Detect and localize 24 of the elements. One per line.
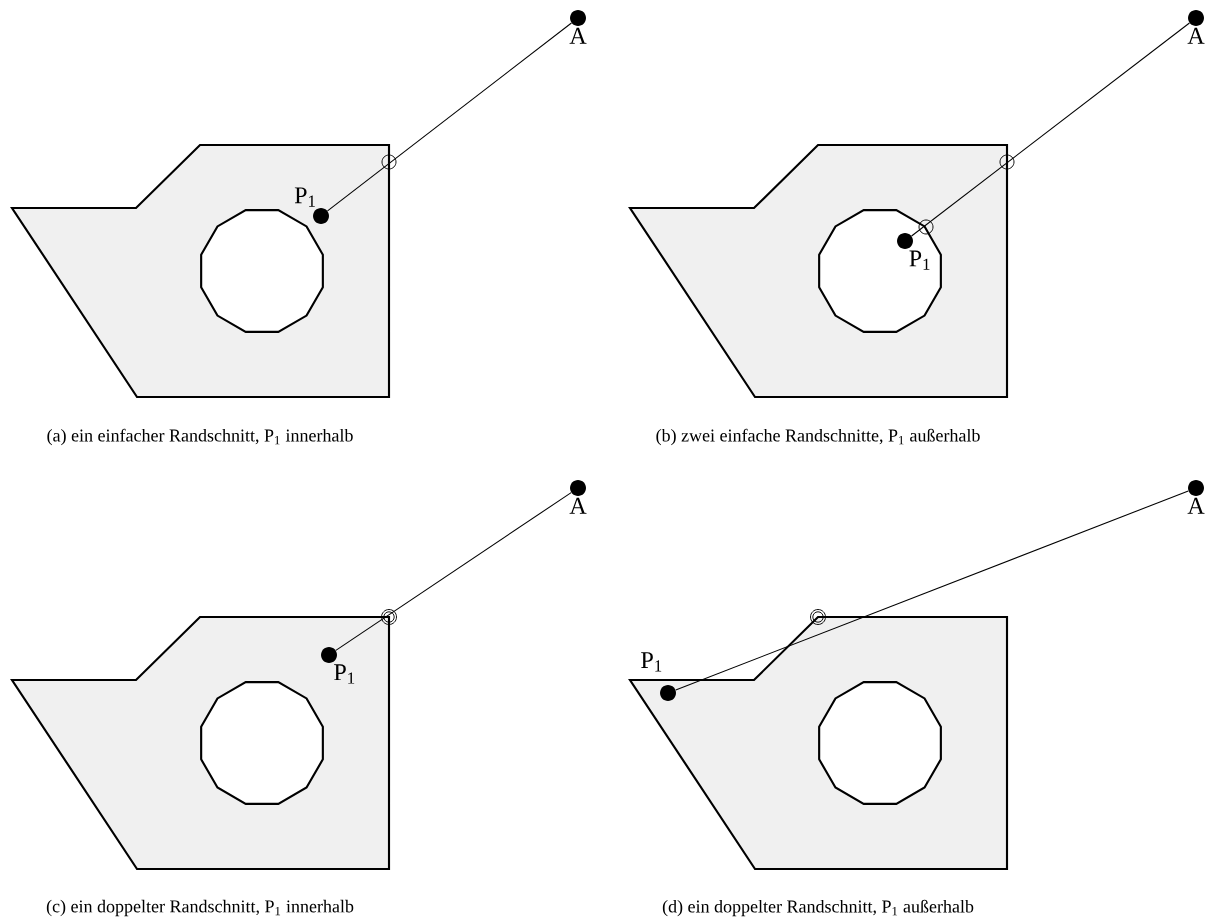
node-label: P$_{1}$ bbox=[334, 664, 355, 684]
point: A bbox=[569, 480, 587, 514]
node-label: A bbox=[569, 497, 587, 514]
connecting-line bbox=[675, 490, 1189, 691]
connecting-line bbox=[911, 22, 1190, 237]
caption: (a) ein einfacher Randschnitt, P$_{1}$ innerhalb bbox=[47, 428, 353, 446]
caption: (c) ein doppelter Randschnitt, P$_{1}$ innerhalb bbox=[46, 899, 354, 917]
point: A bbox=[569, 10, 587, 44]
node-label: P$_{1}$ bbox=[641, 652, 662, 672]
caption: (d) ein doppelter Randschnitt, P$_{1}$ außerhalb bbox=[662, 899, 974, 917]
point: P$_{1}$ bbox=[641, 652, 676, 701]
point: A bbox=[1187, 10, 1205, 44]
node-label: P$_{1}$ bbox=[909, 250, 930, 270]
point: P$_{1}$ bbox=[294, 187, 329, 224]
point: A bbox=[1187, 480, 1205, 514]
node-label: P$_{1}$ bbox=[294, 187, 315, 207]
point: P$_{1}$ bbox=[897, 233, 930, 270]
point: P$_{1}$ bbox=[321, 647, 355, 684]
node-label: A bbox=[569, 27, 587, 44]
caption: (b) zwei einfache Randschnitte, P$_{1}$ außerhalb bbox=[656, 428, 980, 446]
node-label: A bbox=[1187, 497, 1205, 514]
connecting-line bbox=[327, 22, 572, 212]
connecting-line bbox=[335, 492, 572, 651]
node-label: A bbox=[1187, 27, 1205, 44]
